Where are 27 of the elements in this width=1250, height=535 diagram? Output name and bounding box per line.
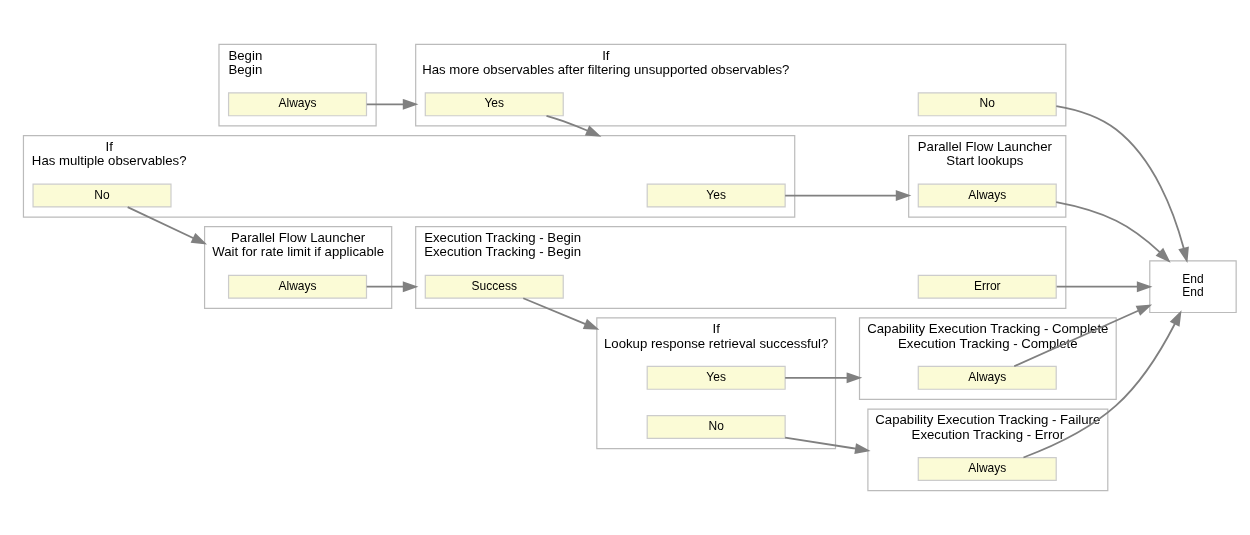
arrow — [365, 281, 419, 293]
node-box: Always — [917, 457, 1057, 481]
node-box: End End — [1149, 260, 1237, 314]
arrow — [126, 206, 208, 245]
arrow — [365, 98, 419, 110]
arrow — [784, 372, 863, 384]
node-box: Success — [424, 274, 564, 299]
node-box: Always — [917, 183, 1057, 208]
arrow — [522, 297, 600, 330]
node-box: Yes — [424, 92, 564, 117]
arrow — [784, 436, 871, 454]
node-box: Always — [227, 92, 368, 117]
node-box: Error — [917, 274, 1057, 299]
arrow — [1022, 310, 1182, 459]
arrow — [545, 114, 602, 137]
node-box: No — [917, 92, 1057, 117]
arrow — [1013, 304, 1153, 368]
node-box: Always — [917, 365, 1057, 390]
arrow — [1055, 105, 1189, 264]
node-box: Yes — [646, 183, 786, 208]
arrow — [1055, 201, 1171, 263]
arrow — [1055, 281, 1153, 293]
node-box: Always — [227, 274, 368, 299]
node-box: No — [646, 415, 786, 440]
node-box: Yes — [646, 365, 786, 390]
node-box: No — [32, 183, 172, 208]
arrow — [784, 190, 912, 201]
